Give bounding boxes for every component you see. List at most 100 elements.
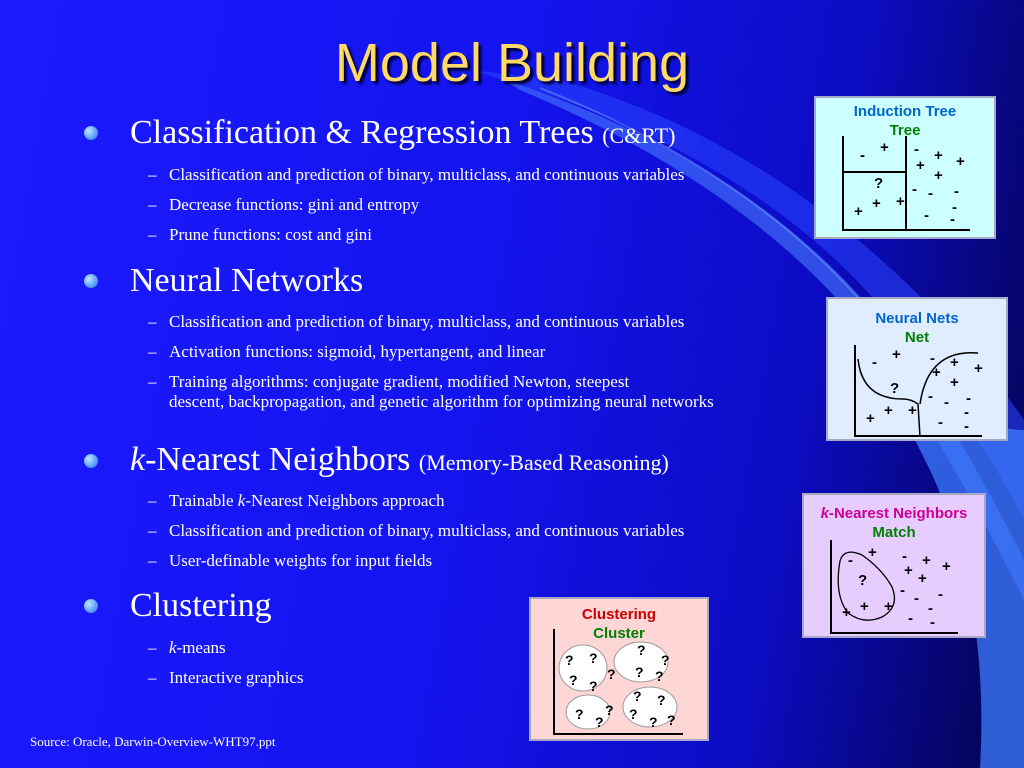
unknown-marker: ? <box>655 668 664 684</box>
sub-bullet: –k-means <box>148 638 226 657</box>
unknown-marker: ? <box>575 706 584 722</box>
sub-bullet-text: Prune functions: cost and gini <box>169 225 373 244</box>
sub-bullet-text: Activation functions: sigmoid, hypertang… <box>169 342 546 361</box>
bullet-knn-paren: (Memory-Based Reasoning) <box>418 450 669 475</box>
plus-marker: + <box>868 544 877 561</box>
sub-bullet: –Interactive graphics <box>148 668 304 687</box>
bullet-crt-label: Classification & Regression Trees <box>130 114 594 151</box>
panel-subtitle: Match <box>872 524 916 541</box>
sub-bullet: –Trainable k-Nearest Neighbors approach <box>148 491 445 510</box>
clustering-panel: Clustering Cluster ????????????????? <box>529 597 709 741</box>
split-line-vertical <box>905 136 907 229</box>
induction-tree-panel: Induction Tree Tree -+-++++?---+++--- <box>814 96 996 239</box>
unknown-marker: ? <box>595 714 604 730</box>
plus-marker: + <box>916 157 925 174</box>
minus-marker: - <box>924 207 929 224</box>
minus-marker: - <box>938 586 943 603</box>
sub-bullet: –Classification and prediction of binary… <box>148 521 685 540</box>
plus-marker: + <box>934 167 943 184</box>
minus-marker: - <box>914 590 919 607</box>
plus-marker: + <box>908 402 917 419</box>
knn-panel: k-Nearest Neighbors Match -+-++++?---+++… <box>802 493 986 638</box>
sub-bullet-text: Classification and prediction of binary,… <box>169 312 685 331</box>
panel-subtitle: Cluster <box>593 625 645 642</box>
bullet-neural-networks-label: Neural Networks <box>130 262 364 299</box>
plus-marker: + <box>896 193 905 210</box>
minus-marker: - <box>930 350 935 367</box>
unknown-marker: ? <box>874 175 884 192</box>
minus-marker: - <box>928 388 933 405</box>
bullet-clustering-label: Clustering <box>130 587 272 624</box>
sub-bullet-k: k <box>169 638 177 657</box>
unknown-marker: ? <box>661 652 670 668</box>
x-axis <box>842 229 970 231</box>
minus-marker: - <box>944 394 949 411</box>
source-note: Source: Oracle, Darwin-Overview-WHT97.pp… <box>30 734 276 749</box>
plus-marker: + <box>892 346 901 363</box>
minus-marker: - <box>860 147 865 164</box>
minus-marker: - <box>902 548 907 565</box>
minus-marker: - <box>914 141 919 158</box>
unknown-marker: ? <box>629 706 638 722</box>
sub-bullet-text: -means <box>176 638 226 657</box>
minus-marker: - <box>928 600 933 617</box>
sub-bullet-text: Classification and prediction of binary,… <box>169 521 685 540</box>
minus-marker: - <box>966 390 971 407</box>
plus-marker: + <box>866 410 875 427</box>
unknown-marker: ? <box>633 688 642 704</box>
sub-bullet-text: Decrease functions: gini and entropy <box>169 195 420 214</box>
plus-marker: + <box>934 147 943 164</box>
neighborhood-outline <box>837 551 896 621</box>
panel-title: Clustering <box>581 606 657 623</box>
bullet-knn-label: -Nearest Neighbors <box>145 441 411 478</box>
x-axis <box>854 435 982 437</box>
split-line-horizontal <box>842 171 906 173</box>
plus-marker: + <box>860 598 869 615</box>
minus-marker: - <box>928 185 933 202</box>
unknown-marker: ? <box>637 642 646 658</box>
bullet-knn: k-Nearest Neighbors (Memory-Based Reason… <box>130 443 669 477</box>
minus-marker: - <box>912 181 917 198</box>
panel-title: k-Nearest Neighbors <box>804 506 984 521</box>
y-axis <box>553 629 555 733</box>
bullet-neural-networks: Neural Networks <box>130 264 363 298</box>
minus-marker: - <box>930 614 935 631</box>
slide-title: Model Building <box>334 33 690 93</box>
sub-bullet-continuation: descent, backpropagation, and genetic al… <box>169 392 714 412</box>
plus-marker: + <box>974 360 983 377</box>
plus-marker: + <box>922 552 931 569</box>
y-axis <box>842 136 844 229</box>
minus-marker: - <box>908 610 913 627</box>
minus-marker: - <box>950 211 955 228</box>
x-axis <box>830 632 958 634</box>
plus-marker: + <box>932 364 941 381</box>
unknown-marker: ? <box>667 712 676 728</box>
unknown-marker: ? <box>605 702 614 718</box>
bullet-crt-abbr: (C&RT) <box>602 123 676 148</box>
plus-marker: + <box>884 402 893 419</box>
unknown-marker: ? <box>569 672 578 688</box>
minus-marker: - <box>952 199 957 216</box>
plus-marker: + <box>854 203 863 220</box>
plus-marker: + <box>880 139 889 156</box>
bullet-knn-k: k <box>130 441 146 478</box>
bullet-dot <box>84 274 98 288</box>
unknown-marker: ? <box>589 678 598 694</box>
bullet-crt: Classification & Regression Trees (C&RT) <box>130 116 675 150</box>
panel-subtitle: Net <box>904 329 930 346</box>
minus-marker: - <box>964 404 969 421</box>
sub-bullet-text: User-definable weights for input fields <box>169 551 433 570</box>
panel-title: Neural Nets <box>875 310 959 327</box>
unknown-marker: ? <box>649 714 658 730</box>
unknown-marker: ? <box>657 692 666 708</box>
plus-marker: + <box>884 598 893 615</box>
bullet-dot <box>84 599 98 613</box>
minus-marker: - <box>938 414 943 431</box>
unknown-marker: ? <box>607 666 616 682</box>
bullet-dot <box>84 126 98 140</box>
sub-bullet-text: Interactive graphics <box>169 668 304 687</box>
plus-marker: + <box>950 374 959 391</box>
bullet-clustering: Clustering <box>130 589 272 623</box>
x-axis <box>553 733 683 735</box>
plus-marker: + <box>950 354 959 371</box>
